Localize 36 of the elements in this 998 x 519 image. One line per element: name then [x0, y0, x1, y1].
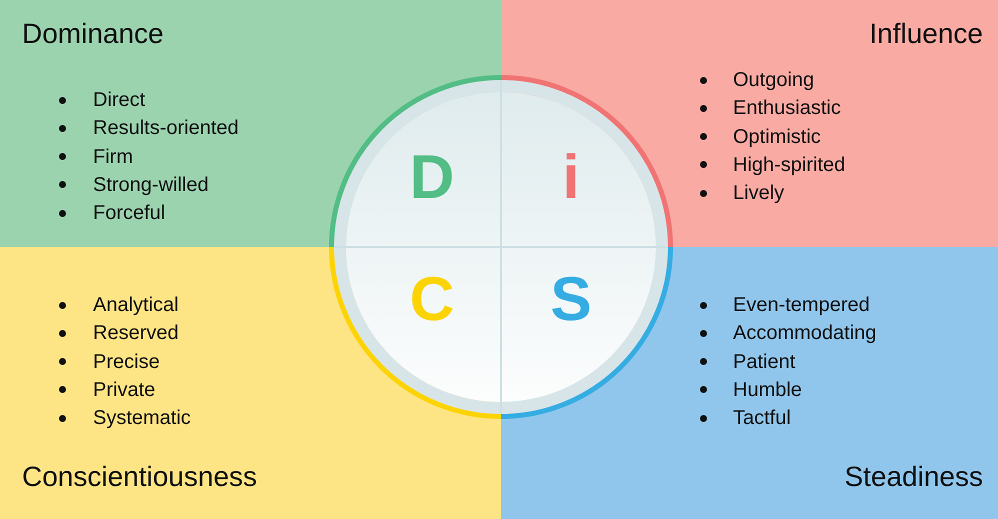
- quadrant-panel: [0, 0, 501, 247]
- trait-text: Patient: [733, 350, 796, 374]
- trait-text: Optimistic: [733, 124, 821, 149]
- quadrant-heading: Influence: [869, 18, 983, 50]
- trait-text: Results-oriented: [93, 116, 239, 140]
- quadrant-panel: [501, 247, 998, 519]
- trait-text: Tactful: [733, 406, 791, 430]
- trait-text: Direct: [93, 88, 146, 112]
- quadrant-heading: Steadiness: [844, 461, 983, 493]
- disc-letter: i: [562, 150, 580, 206]
- trait-text: Accommodating: [733, 321, 876, 346]
- trait-text: Reserved: [93, 321, 179, 346]
- trait-text: Analytical: [93, 293, 179, 317]
- trait-text: High-spirited: [733, 152, 846, 177]
- disc-letter: C: [410, 272, 454, 328]
- quadrant-heading: Dominance: [22, 18, 164, 50]
- trait-text: Outgoing: [733, 68, 814, 92]
- trait-text: Firm: [93, 144, 133, 169]
- trait-text: Systematic: [93, 406, 191, 430]
- disc-quarter: [329, 75, 501, 247]
- trait-text: Even-tempered: [733, 293, 870, 317]
- quadrant-heading: Conscientiousness: [22, 461, 258, 493]
- trait-text: Strong-willed: [93, 172, 209, 197]
- disc-quarter: [501, 75, 673, 247]
- trait-text: Lively: [733, 181, 784, 206]
- disc-quarter: [501, 247, 673, 419]
- trait-text: Precise: [93, 350, 160, 374]
- disc-quarter: [329, 247, 501, 419]
- disc-letter: D: [410, 150, 454, 206]
- disc-letter: S: [550, 272, 592, 328]
- trait-text: Enthusiastic: [733, 96, 841, 120]
- quadrant-panel: [501, 0, 998, 247]
- trait-text: Humble: [733, 378, 802, 402]
- trait-text: Forceful: [93, 201, 166, 226]
- quadrant-panel: [0, 247, 501, 519]
- trait-text: Private: [93, 378, 156, 402]
